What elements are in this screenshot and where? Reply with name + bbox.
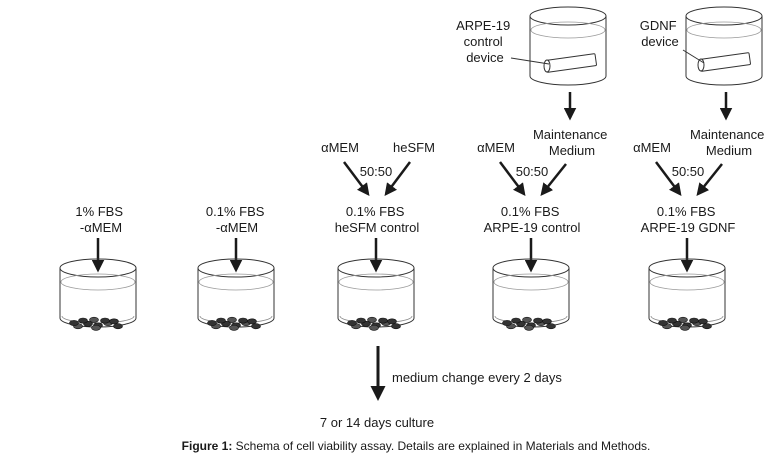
gdnf-device-pointer	[682, 49, 705, 64]
device-dish-icon	[685, 6, 763, 86]
well-5-label: 0.1% FBS ARPE-19 GDNF	[641, 204, 736, 235]
hesfm-mix-left-label: αMEM	[321, 140, 359, 155]
gdnf-mix-right-arrow	[696, 163, 723, 196]
cells-icon	[207, 316, 261, 331]
culture-wells	[59, 238, 726, 331]
gdnf-mix-ratio: 50:50	[672, 164, 705, 179]
device-dish-icon	[529, 6, 607, 86]
capsule-icon	[697, 52, 751, 72]
well-dish-icon	[197, 258, 275, 328]
culture-well	[337, 238, 415, 331]
arpe19-mix: αMEM Maintenance Medium 50:50	[477, 127, 611, 196]
culture-duration-label: 7 or 14 days culture	[320, 415, 434, 430]
well-dish-icon	[648, 258, 726, 328]
cells-icon	[502, 316, 556, 331]
capsule-icon	[543, 53, 597, 73]
figure-caption-text: Schema of cell viability assay. Details …	[232, 439, 650, 453]
gdnf-mix: αMEM Maintenance Medium 50:50	[633, 127, 768, 196]
hesfm-mix-ratio: 50:50	[360, 164, 393, 179]
hesfm-mix-right-arrow	[384, 161, 411, 196]
arpe19-control-device: ARPE-19 control device	[456, 6, 607, 86]
arpe19-mix-right-label: Maintenance Medium	[533, 127, 611, 158]
gdnf-mix-right-label: Maintenance Medium	[690, 127, 768, 158]
arpe19-device-label: ARPE-19 control device	[456, 18, 514, 65]
culture-well	[648, 238, 726, 331]
well-1-label: 1% FBS -αMEM	[75, 204, 126, 235]
arpe19-device-label-line1: ARPE-19	[456, 18, 510, 33]
gdnf-device: GDNF device	[640, 6, 763, 86]
cells-icon	[69, 316, 123, 331]
well-3-label: 0.1% FBS heSFM control	[335, 204, 420, 235]
hesfm-mix-left-arrow	[343, 161, 370, 196]
hesfm-mix-right-label: heSFM	[393, 140, 435, 155]
figure-caption-bold: Figure 1:	[182, 439, 233, 453]
gdnf-device-label-line2: device	[641, 34, 679, 49]
well-4-label: 0.1% FBS ARPE-19 control	[484, 204, 581, 235]
gdnf-mix-left-label: αMEM	[633, 140, 671, 155]
culture-well	[59, 238, 137, 331]
arpe19-mix-right-arrow	[540, 163, 567, 196]
medium-change-label: medium change every 2 days	[392, 370, 562, 385]
well-2-label: 0.1% FBS -αMEM	[206, 204, 268, 235]
arpe19-device-label-line3: device	[466, 50, 504, 65]
gdnf-mix-left-arrow	[655, 161, 682, 196]
cells-icon	[347, 316, 401, 331]
cells-icon	[658, 316, 712, 331]
well-dish-icon	[59, 258, 137, 328]
arpe19-mix-left-label: αMEM	[477, 140, 515, 155]
arpe19-mix-ratio: 50:50	[516, 164, 549, 179]
hesfm-mix: αMEM heSFM 50:50	[321, 140, 435, 196]
gdnf-device-label-line1: GDNF	[640, 18, 677, 33]
gdnf-device-label: GDNF device	[640, 18, 680, 49]
arpe19-device-pointer	[510, 57, 550, 65]
arpe19-device-label-line2: control	[464, 34, 503, 49]
culture-well	[492, 238, 570, 331]
culture-well	[197, 238, 275, 331]
figure-caption: Figure 1: Schema of cell viability assay…	[182, 439, 651, 453]
arpe19-mix-left-arrow	[499, 161, 526, 196]
